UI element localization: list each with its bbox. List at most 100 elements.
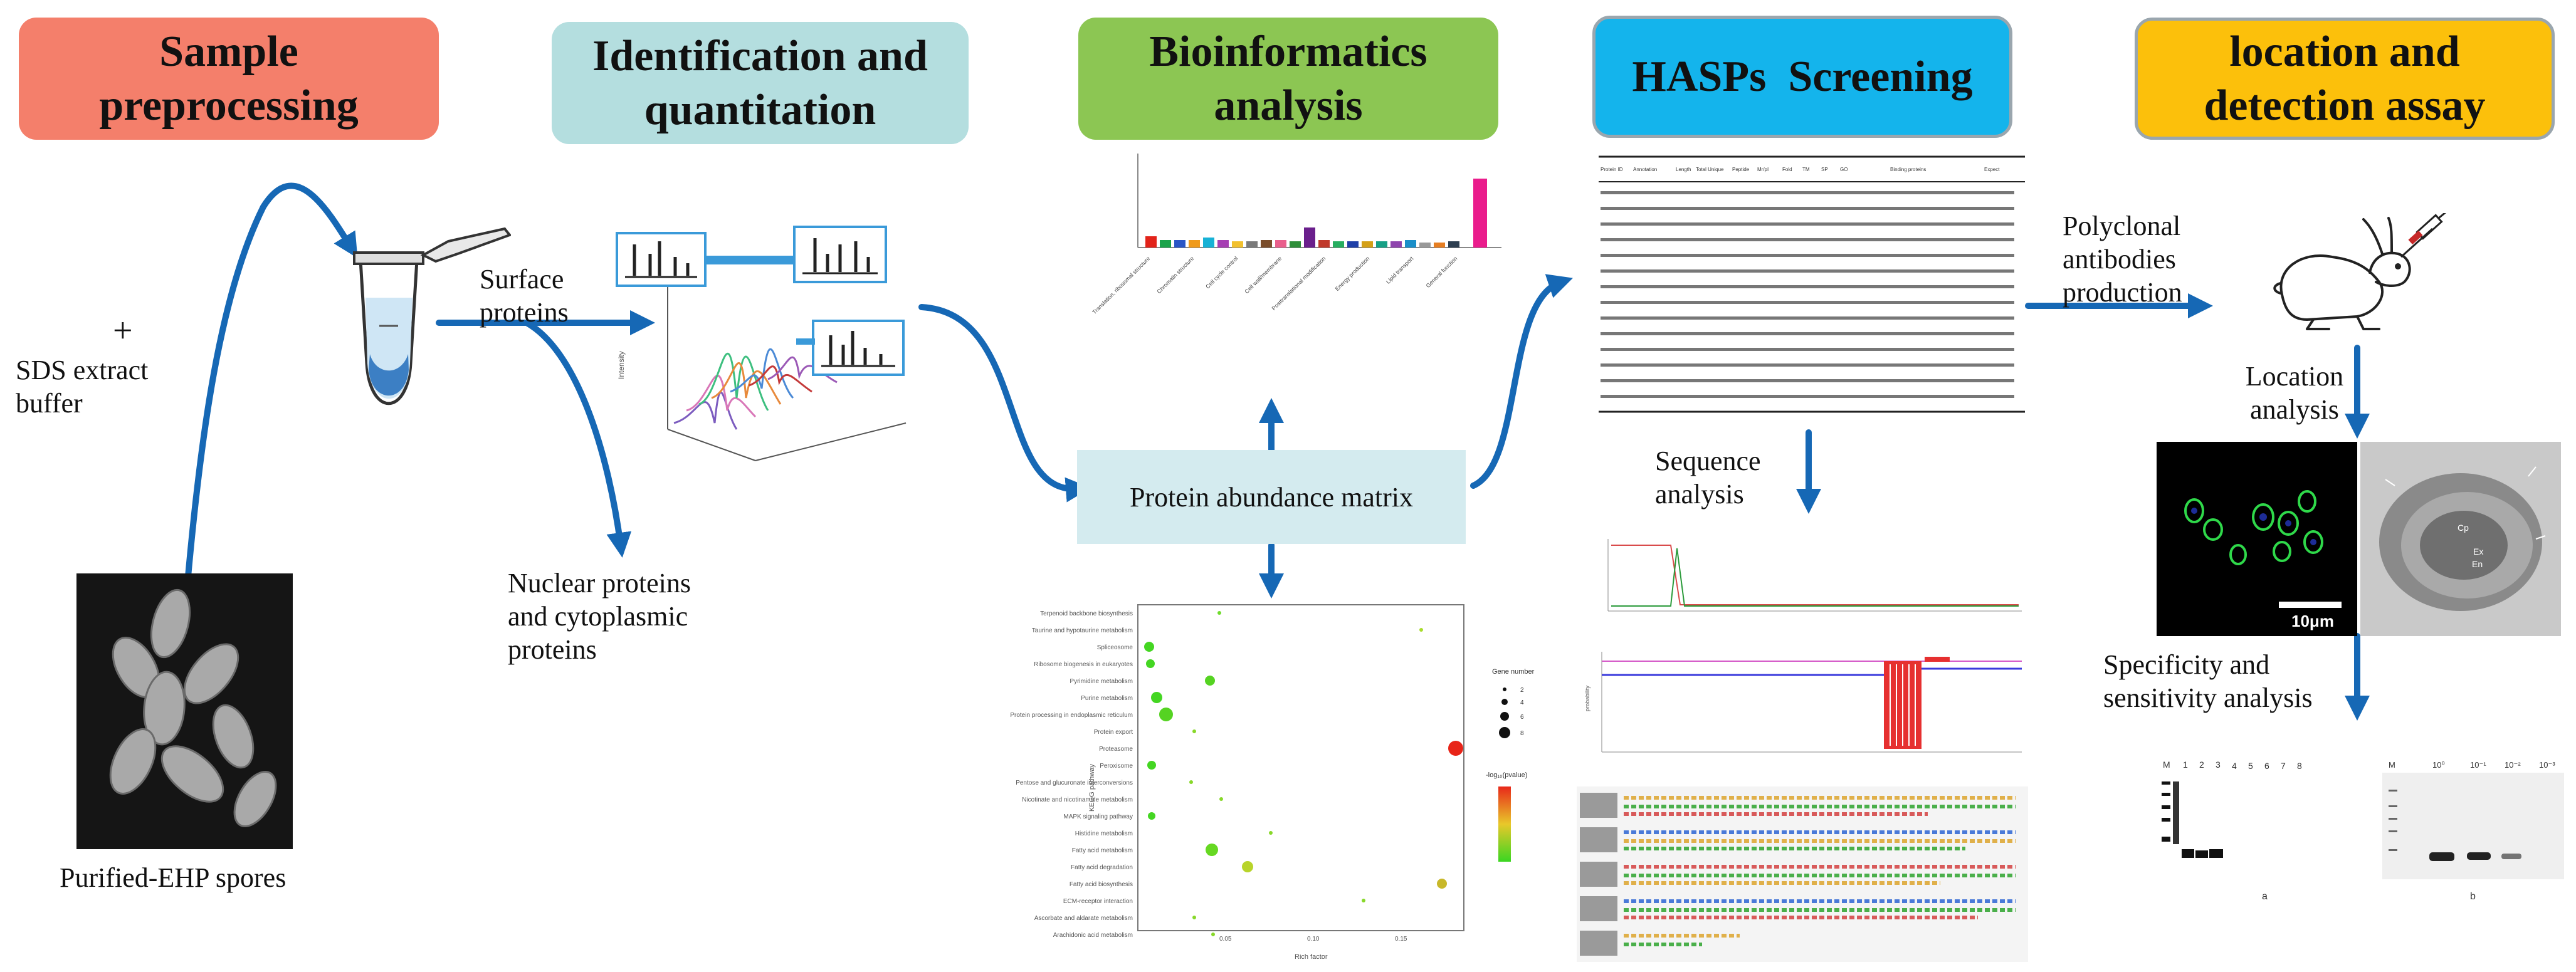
svg-text:2: 2 xyxy=(1520,687,1524,694)
svg-text:10⁻³: 10⁻³ xyxy=(2539,760,2555,770)
svg-text:Pyrimidine metabolism: Pyrimidine metabolism xyxy=(1070,678,1133,685)
header-sample-preprocessing: Sample preprocessing xyxy=(19,18,439,140)
tube-icon xyxy=(353,227,511,405)
svg-text:SP: SP xyxy=(1821,167,1828,172)
scale-bar-label: 10μm xyxy=(2291,612,2334,630)
svg-text:Total Unique: Total Unique xyxy=(1696,167,1724,172)
svg-text:Ascorbate and aldarate metabol: Ascorbate and aldarate metabolism xyxy=(1034,915,1133,922)
svg-text:Purine metabolism: Purine metabolism xyxy=(1081,695,1133,702)
svg-text:Ex: Ex xyxy=(2473,546,2483,557)
svg-text:Proteasome: Proteasome xyxy=(1099,746,1133,753)
sequence-plots-thumbnail: probability xyxy=(1577,530,2028,962)
svg-text:0.05: 0.05 xyxy=(1219,936,1232,943)
svg-text:10⁻¹: 10⁻¹ xyxy=(2470,760,2486,770)
svg-text:Spliceosome: Spliceosome xyxy=(1097,644,1133,651)
bubble-plot-thumbnail: Terpenoid backbone biosynthesis Taurine … xyxy=(1010,604,1535,961)
svg-text:3: 3 xyxy=(2216,760,2221,770)
svg-text:Terpenoid backbone biosynthesi: Terpenoid backbone biosynthesis xyxy=(1040,610,1133,617)
svg-text:Intensity: Intensity xyxy=(617,351,626,379)
svg-text:0.15: 0.15 xyxy=(1395,936,1407,943)
svg-text:Chromatin structure: Chromatin structure xyxy=(1155,255,1195,295)
svg-text:Binding proteins: Binding proteins xyxy=(1890,167,1926,172)
svg-text:Protein export: Protein export xyxy=(1094,729,1133,736)
rabbit-icon xyxy=(2273,213,2446,330)
svg-text:10⁰: 10⁰ xyxy=(2432,760,2445,770)
blot-b: M 10⁰ 10⁻¹ 10⁻² 10⁻³ b xyxy=(2376,755,2570,959)
svg-text:Mr/pI: Mr/pI xyxy=(1757,167,1769,172)
svg-text:Fatty acid metabolism: Fatty acid metabolism xyxy=(1072,847,1133,854)
bar-chart-thumbnail: Translation, ribosomal structure Chromat… xyxy=(1091,154,1501,315)
svg-text:Cell wall/membrane: Cell wall/membrane xyxy=(1243,255,1283,295)
syringe-icon xyxy=(2400,213,2446,258)
polyclonal-label: Polyclonal antibodies production xyxy=(2063,211,2182,308)
svg-text:6: 6 xyxy=(2264,761,2269,771)
svg-text:Taurine and hypotaurine metabo: Taurine and hypotaurine metabolism xyxy=(1032,627,1133,634)
svg-text:Energy production: Energy production xyxy=(1334,255,1371,292)
plus-sign: + xyxy=(113,311,133,350)
svg-text:Histidine metabolism: Histidine metabolism xyxy=(1075,830,1133,837)
location-analysis-label: Location analysis xyxy=(2245,361,2344,425)
header-hasps-screening: HASPs Screening xyxy=(1592,16,2012,138)
svg-text:probability: probability xyxy=(1584,685,1590,711)
svg-text:Annotation: Annotation xyxy=(1633,167,1657,172)
spores-label: Purified-EHP spores xyxy=(60,862,287,893)
svg-text:Arachidonic acid metabolism: Arachidonic acid metabolism xyxy=(1053,932,1133,939)
svg-text:Posttranslational modification: Posttranslational modification xyxy=(1271,255,1327,311)
header-location-detection: location and detection assay xyxy=(2135,18,2555,140)
header-identification: Identification and quantitation xyxy=(552,22,969,144)
svg-text:4: 4 xyxy=(1520,699,1524,706)
svg-text:En: En xyxy=(2472,559,2483,569)
svg-text:1: 1 xyxy=(2183,760,2188,770)
peaks-3d-plot: Intensity xyxy=(617,260,907,461)
svg-text:2: 2 xyxy=(2199,760,2204,770)
sequence-analysis-label: Sequence analysis xyxy=(1655,446,1761,510)
spectrum-box-1 xyxy=(616,232,707,287)
svg-text:4: 4 xyxy=(2232,761,2237,771)
spectrum-box-3 xyxy=(812,320,905,376)
svg-text:Peptide: Peptide xyxy=(1732,167,1750,172)
spectrum-connector-1 xyxy=(705,256,793,264)
sds-buffer-label: SDS extract buffer xyxy=(16,355,149,419)
svg-text:Fatty acid degradation: Fatty acid degradation xyxy=(1071,864,1133,871)
svg-text:Ribosome biogenesis in eukaryo: Ribosome biogenesis in eukaryotes xyxy=(1034,661,1133,668)
svg-text:Cp: Cp xyxy=(2458,523,2469,533)
header-bioinformatics-text: Bioinformatics analysis xyxy=(1149,28,1427,130)
svg-text:Lipid transport: Lipid transport xyxy=(1385,255,1415,285)
svg-text:Protein ID: Protein ID xyxy=(1601,167,1623,172)
fluorescence-image: 10μm xyxy=(2157,442,2357,636)
svg-text:7: 7 xyxy=(2281,761,2286,771)
spectrum-box-2 xyxy=(793,226,887,283)
svg-text:Peroxisome: Peroxisome xyxy=(1100,763,1133,770)
spores-micrograph xyxy=(76,573,293,849)
svg-text:10⁻²: 10⁻² xyxy=(2505,760,2521,770)
nuclear-proteins-label: Nuclear proteins and cytoplasmic protein… xyxy=(508,568,691,665)
svg-text:8: 8 xyxy=(1520,730,1524,737)
svg-text:Pentose and glucuronate interc: Pentose and glucuronate interconversions xyxy=(1016,780,1133,786)
svg-text:M: M xyxy=(2163,760,2170,770)
svg-text:M: M xyxy=(2389,760,2395,770)
svg-text:Cell cycle control: Cell cycle control xyxy=(1204,255,1239,290)
svg-text:General function: General function xyxy=(1425,255,1459,289)
svg-text:Translation, ribosomal structu: Translation, ribosomal structure xyxy=(1091,255,1151,315)
svg-text:TM: TM xyxy=(1802,167,1810,172)
svg-text:Fatty acid biosynthesis: Fatty acid biosynthesis xyxy=(1070,881,1133,888)
blot-b-label: b xyxy=(2470,891,2476,902)
header-sample-text: Sample preprocessing xyxy=(99,28,359,130)
svg-text:Length: Length xyxy=(1676,167,1691,172)
svg-text:5: 5 xyxy=(2248,761,2253,771)
svg-text:Fold: Fold xyxy=(1782,167,1792,172)
svg-text:Gene number: Gene number xyxy=(1492,668,1535,676)
svg-text:KEGG pathway: KEGG pathway xyxy=(1088,764,1096,812)
svg-text:Rich factor: Rich factor xyxy=(1295,953,1328,961)
protein-abundance-matrix: Protein abundance matrix xyxy=(1077,450,1466,544)
header-location-text: location and detection assay xyxy=(2204,28,2486,130)
header-bioinformatics: Bioinformatics analysis xyxy=(1078,18,1498,140)
svg-text:Nicotinate and nicotinamide me: Nicotinate and nicotinamide metabolism xyxy=(1022,797,1133,803)
svg-text:MAPK signaling pathway: MAPK signaling pathway xyxy=(1063,813,1133,820)
specificity-label: Specificity and sensitivity analysis xyxy=(2103,649,2313,713)
svg-text:8: 8 xyxy=(2297,761,2302,771)
svg-text:GO: GO xyxy=(1840,167,1848,172)
